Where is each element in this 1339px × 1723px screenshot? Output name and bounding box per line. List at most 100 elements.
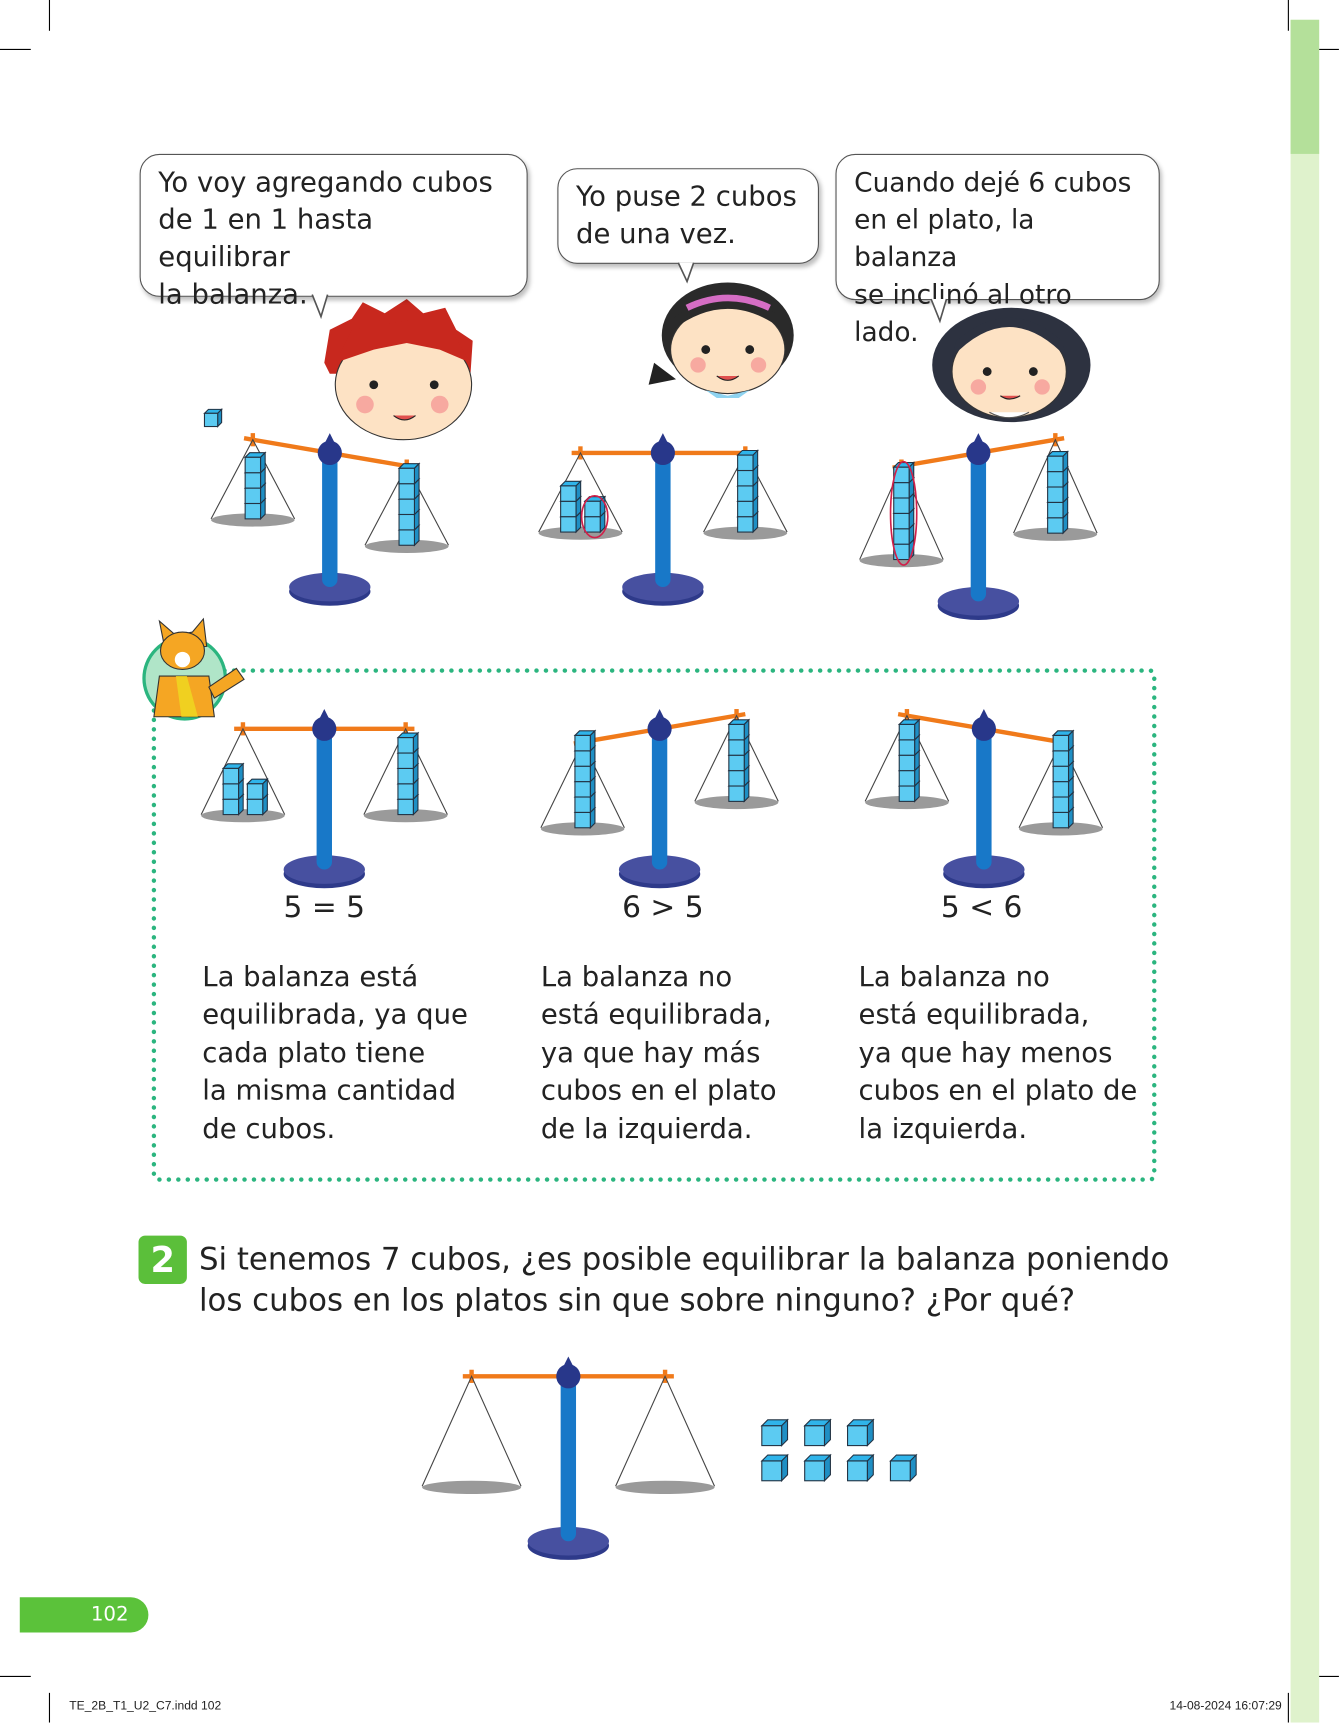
cube-face: [397, 737, 414, 754]
cube-face: [728, 723, 745, 741]
balance-scale: [538, 433, 788, 606]
equation-less: 5 < 6: [940, 890, 1023, 925]
cube-face: [1052, 734, 1070, 752]
cube-face: [893, 512, 910, 530]
balance-scale: [864, 709, 1104, 889]
cube-face: [244, 487, 262, 505]
cube-face: [222, 767, 240, 785]
cube-face: [1052, 750, 1070, 767]
scale-pillar: [976, 728, 992, 870]
pan-right: [364, 539, 449, 553]
equation-equal: 5 = 5: [283, 890, 366, 925]
cube-face: [737, 454, 754, 472]
pan-strings: [421, 1374, 522, 1487]
cube-face: [246, 798, 264, 816]
cube-face: [560, 516, 577, 533]
cube-face: [397, 752, 414, 769]
cube-face: [761, 1460, 783, 1482]
cube-face: [398, 498, 415, 516]
cube-face: [398, 529, 415, 546]
pan-right: [363, 809, 448, 823]
speech-bubble-girl: Yo puse 2 cubos de una vez.: [557, 168, 819, 264]
balance-scale: [859, 433, 1098, 621]
scale-pillar: [651, 728, 668, 870]
cube-face: [584, 516, 601, 533]
cube-face: [804, 1460, 826, 1482]
cube-face: [1052, 796, 1070, 813]
side-strip: [1290, 19, 1320, 1723]
pan-strings: [363, 727, 448, 815]
cube-face: [898, 754, 916, 772]
cube-face: [893, 482, 910, 499]
cube-face: [560, 500, 577, 518]
cube-face: [574, 796, 591, 813]
speech-bubble-boy: Yo voy agregando cubos de 1 en 1 hasta e…: [139, 153, 528, 310]
scale-pivot-tip: [324, 433, 336, 445]
side-strip-tab: [1290, 19, 1320, 154]
footer-datetime: 14-08-2024 16:07:29: [1169, 1699, 1282, 1713]
cube-face: [560, 485, 577, 502]
cube-face: [728, 770, 745, 787]
cube-face: [737, 516, 754, 533]
footer-filename: TE_2B_T1_U2_C7.indd 102: [69, 1699, 222, 1713]
scale-pivot-tip: [657, 433, 669, 445]
pan-strings: [615, 1374, 716, 1487]
scale-pillar: [655, 452, 671, 588]
cube-face: [398, 483, 415, 500]
scale-pivot-tip: [978, 709, 990, 721]
pan-strings: [210, 438, 296, 520]
cube-face: [398, 513, 415, 531]
scale-pivot-knob: [966, 440, 991, 466]
cube-face: [574, 750, 591, 767]
cube-face: [1047, 501, 1064, 519]
scale-base: [937, 587, 1020, 616]
pan-strings: [694, 714, 779, 802]
cube-face: [1052, 765, 1070, 783]
cube-face: [574, 765, 591, 783]
explanation-left-more: La balanza no está equilibrada, ya que h…: [540, 960, 777, 1144]
question-text: Si tenemos 7 cubos, ¿es posible equilibr…: [198, 1241, 1170, 1319]
balance-scale: [540, 709, 779, 889]
loose-cube: [203, 408, 223, 428]
cube-face: [222, 783, 240, 800]
pan-left: [211, 513, 295, 527]
girl-character: [648, 282, 794, 398]
cube-face: [584, 500, 601, 518]
cube-face: [804, 1425, 826, 1447]
pan-left: [859, 554, 944, 568]
cube-face: [244, 456, 262, 474]
explanation-left-less: La balanza no está equilibrada, ya que h…: [858, 960, 1138, 1144]
pan-strings: [200, 727, 286, 815]
scale-pivot-tip: [318, 709, 330, 721]
cube-face: [761, 1425, 783, 1447]
explanation-balanced: La balanza está equilibrada, ya que cada…: [202, 960, 468, 1144]
cube-face: [898, 785, 916, 802]
scale-pivot-knob: [650, 440, 675, 466]
boy-character: [324, 299, 473, 441]
pan-right: [694, 795, 779, 810]
cube-face: [574, 734, 591, 752]
highlight-circle: [889, 460, 918, 566]
scale-pivot-knob: [556, 1364, 581, 1389]
speech-bubble-girl2: Cuando dejé 6 cubos en el plato, la bala…: [835, 153, 1160, 347]
pan-left: [865, 795, 949, 810]
cube-face: [222, 798, 240, 816]
cube-face: [893, 466, 910, 484]
cube-face: [898, 770, 916, 787]
girl2-character: [932, 307, 1091, 423]
cube-face: [574, 781, 591, 798]
balance-scale: [200, 709, 448, 889]
pan-right: [703, 526, 788, 540]
loose-cubes-group: [760, 1418, 918, 1483]
question-number-badge: 2: [138, 1235, 187, 1284]
cube-face: [847, 1460, 868, 1482]
cube-face: [728, 739, 745, 756]
cube-face: [889, 1460, 911, 1482]
scale-pillar: [322, 452, 338, 588]
scale-pivot-tip: [972, 433, 984, 445]
cube-face: [847, 1425, 868, 1447]
cube-face: [1052, 811, 1070, 829]
cube-face: [1052, 781, 1070, 798]
pan-strings: [1013, 438, 1098, 534]
cube-face: [898, 739, 916, 756]
